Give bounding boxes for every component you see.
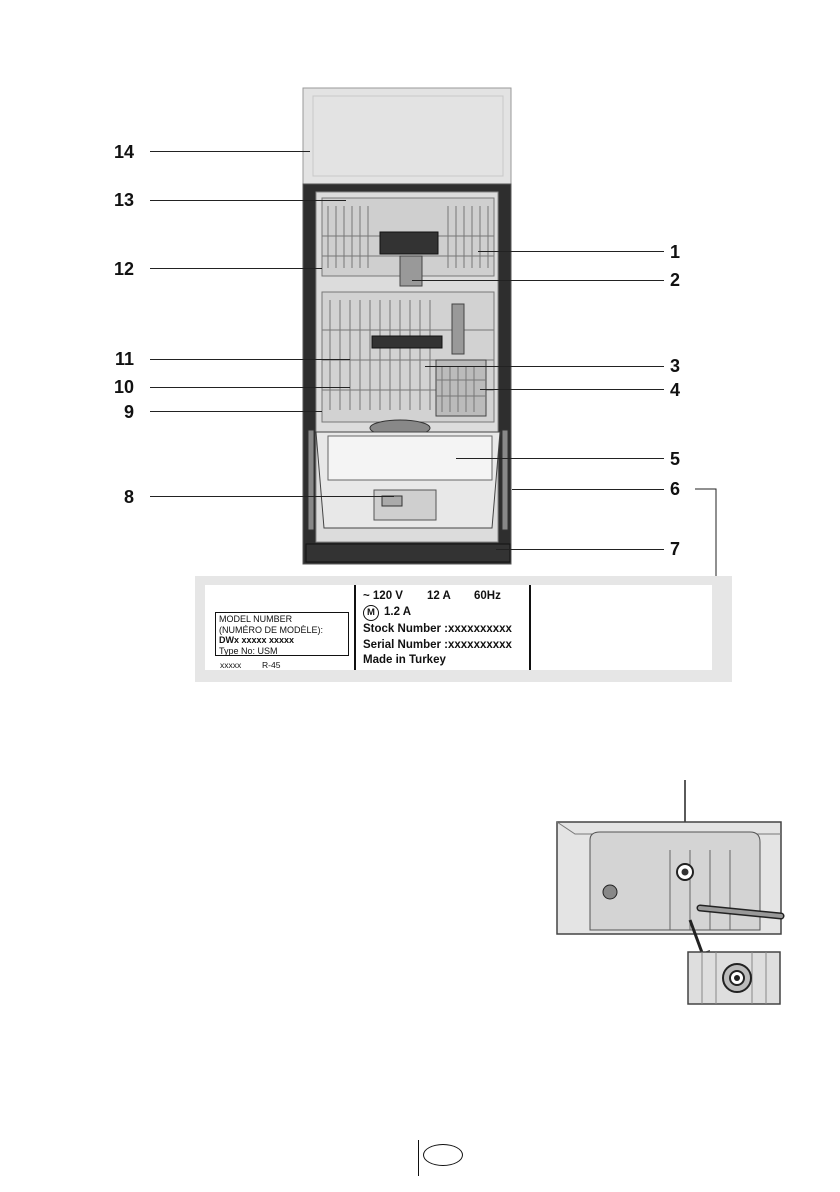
callout-9: 9 (94, 403, 134, 421)
callout-4: 4 (670, 381, 680, 399)
filter-detail-figure (550, 780, 790, 1010)
top-panel (303, 88, 511, 184)
leader-line (512, 489, 664, 490)
callout-8: 8 (94, 488, 134, 506)
model-label: MODEL NUMBER (219, 614, 345, 625)
leader-line (150, 496, 394, 497)
model-value: DWx xxxxx xxxxx (219, 635, 345, 646)
callout-10: 10 (94, 378, 134, 396)
stock-number: Stock Number :xxxxxxxxxx (363, 622, 512, 638)
type-number: Type No: USM (219, 646, 345, 657)
callout-13: 13 (94, 191, 134, 209)
callout-2: 2 (670, 271, 680, 289)
leader-line (150, 200, 346, 201)
motor-current-value: 1.2 A (384, 605, 411, 621)
frequency-value: 60Hz (474, 589, 501, 605)
callout-5: 5 (670, 450, 680, 468)
leader-line (150, 411, 322, 412)
leader-line (150, 151, 310, 152)
upper-rack (322, 198, 494, 286)
serial-number: Serial Number :xxxxxxxxxx (363, 638, 512, 654)
leader-line (150, 359, 350, 360)
plate-code: xxxxx (220, 660, 241, 670)
voltage-value: ~ 120 V (363, 589, 403, 605)
callout-6: 6 (670, 480, 680, 498)
leader-line (478, 251, 664, 252)
model-label-fr: (NUMÉRO DE MODÈLE): (219, 625, 345, 636)
lower-rack (322, 292, 494, 436)
callout-11: 11 (94, 350, 134, 368)
language-badge (423, 1144, 463, 1166)
leader-line (150, 387, 350, 388)
callout-14: 14 (94, 143, 134, 161)
callout-7: 7 (670, 540, 680, 558)
model-number-box: MODEL NUMBER (NUMÉRO DE MODÈLE): DWx xxx… (215, 612, 349, 656)
leader-line (496, 549, 664, 550)
leader-line (456, 458, 664, 459)
callout-3: 3 (670, 357, 680, 375)
kickplate (306, 544, 510, 562)
footer-divider (418, 1140, 419, 1176)
callout-1: 1 (670, 243, 680, 261)
motor-icon: M (363, 605, 379, 621)
origin-text: Made in Turkey (363, 653, 446, 669)
plate-divider (529, 585, 531, 670)
leader-line (480, 389, 664, 390)
leader-line (412, 280, 664, 281)
current-value: 12 A (427, 589, 451, 605)
plate-divider (354, 585, 356, 670)
leader-line (425, 366, 664, 367)
leader-line (150, 268, 322, 269)
plate-ref: R-45 (262, 660, 280, 670)
door (316, 432, 500, 528)
callout-12: 12 (94, 260, 134, 278)
